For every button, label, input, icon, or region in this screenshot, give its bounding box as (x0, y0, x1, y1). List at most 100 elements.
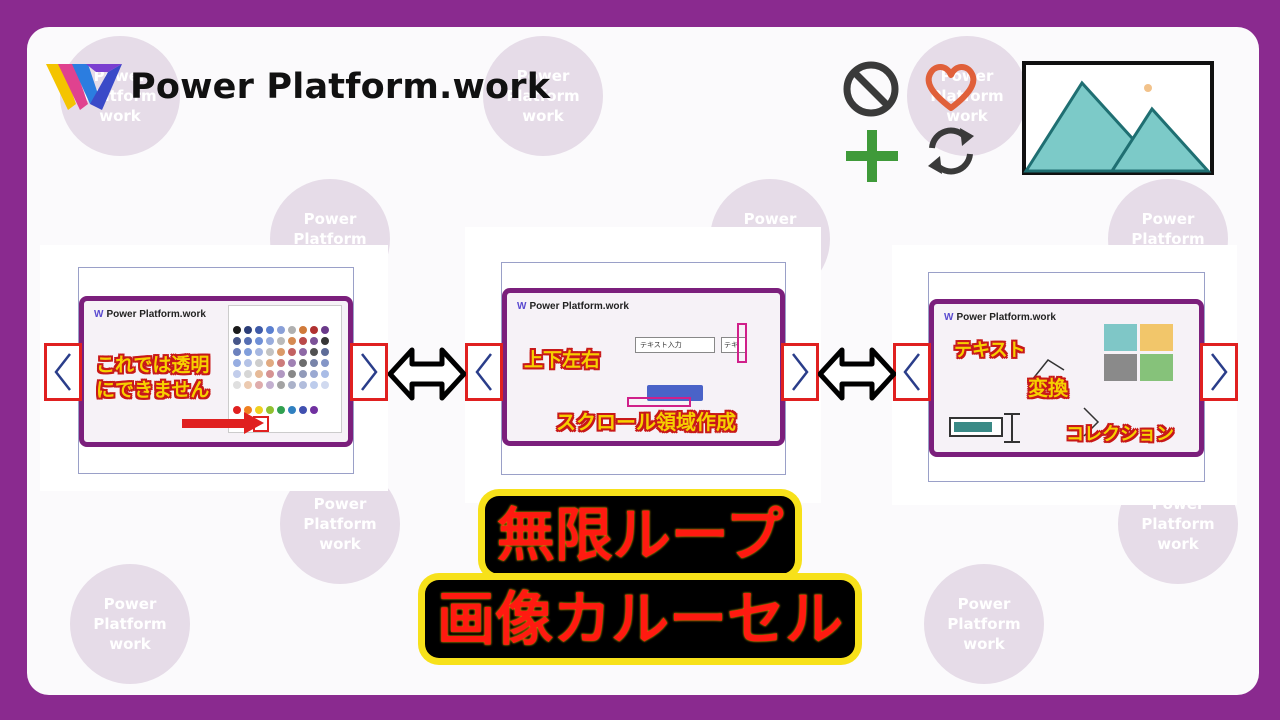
palette-swatch (288, 370, 296, 378)
palette-swatch (299, 326, 307, 334)
palette-swatch (310, 337, 318, 345)
slide-1-caption-line-2: にできません (96, 379, 210, 401)
highlight-box-2 (627, 397, 691, 407)
text-input-mock: テキスト入力 (635, 337, 715, 353)
brand-logo: Power Platform.work (46, 64, 550, 110)
palette-swatch (233, 337, 241, 345)
palette-swatch (288, 326, 296, 334)
title-line-2: 画像カルーセル (0, 580, 1280, 658)
image-placeholder-icon (1022, 61, 1214, 175)
prev-button-3[interactable] (893, 343, 931, 401)
palette-swatch (255, 381, 263, 389)
swap-arrow-icon (818, 347, 896, 401)
palette-swatch (233, 359, 241, 367)
palette-swatch (277, 326, 285, 334)
chevron-right-icon (1211, 353, 1228, 391)
palette-swatch (288, 348, 296, 356)
palette-swatch (266, 381, 274, 389)
palette-swatch (277, 406, 285, 414)
palette-swatch (277, 359, 285, 367)
palette-swatch (266, 359, 274, 367)
palette-swatch (266, 348, 274, 356)
palette-swatch (266, 337, 274, 345)
palette-swatch (321, 370, 329, 378)
palette-swatch (299, 348, 307, 356)
sync-icon (928, 127, 974, 175)
palette-swatch (299, 337, 307, 345)
palette-swatch (255, 406, 263, 414)
title-line-1: 無限ループ (0, 496, 1280, 574)
palette-swatch (233, 381, 241, 389)
slide-3-caption-text: テキスト (954, 340, 1026, 361)
palette-swatch (266, 326, 274, 334)
palette-swatch (288, 359, 296, 367)
palette-swatch (244, 326, 252, 334)
palette-swatch (277, 348, 285, 356)
palette-swatch (255, 326, 263, 334)
palette-swatch (321, 348, 329, 356)
palette-swatch (321, 359, 329, 367)
palette-swatch (244, 370, 252, 378)
palette-swatch (255, 337, 263, 345)
palette-swatch (255, 359, 263, 367)
chevron-left-icon (903, 353, 920, 391)
palette-swatch (299, 359, 307, 367)
next-button-1[interactable] (350, 343, 388, 401)
plus-icon (846, 130, 898, 182)
palette-swatch (233, 370, 241, 378)
palette-swatch (310, 370, 318, 378)
slide-3-caption-convert: 変換 (1028, 376, 1068, 400)
brand-name: Power Platform.work (130, 67, 551, 107)
slide-2-caption-bottom: スクロール領域作成 (556, 410, 736, 434)
color-palette-swatches (233, 326, 329, 414)
palette-swatch (277, 381, 285, 389)
next-button-3[interactable] (1200, 343, 1238, 401)
palette-swatch (244, 348, 252, 356)
text-field-icon (949, 413, 1020, 443)
palette-swatch (266, 370, 274, 378)
slide-3-caption-collection: コレクション (1066, 424, 1174, 445)
palette-swatch (244, 337, 252, 345)
chevron-left-icon (54, 353, 71, 391)
swap-arrow-icon (388, 347, 466, 401)
palette-swatch (288, 381, 296, 389)
palette-swatch (310, 359, 318, 367)
palette-swatch (310, 348, 318, 356)
palette-swatch (288, 406, 296, 414)
palette-swatch (299, 406, 307, 414)
chevron-left-icon (475, 353, 492, 391)
palette-swatch (299, 370, 307, 378)
palette-swatch (310, 326, 318, 334)
brand-mark-icon (46, 64, 122, 110)
palette-swatch (244, 359, 252, 367)
palette-swatch (244, 381, 252, 389)
slide-2-caption-top: 上下左右 (524, 349, 601, 371)
color-palette-panel (228, 305, 342, 433)
palette-swatch (233, 326, 241, 334)
palette-swatch (277, 337, 285, 345)
palette-swatch (299, 381, 307, 389)
collection-grid-icon (1104, 324, 1173, 381)
prev-button-2[interactable] (465, 343, 503, 401)
prev-button-1[interactable] (44, 343, 82, 401)
red-arrow-icon (182, 412, 269, 434)
highlight-box (737, 323, 747, 363)
palette-swatch (310, 406, 318, 414)
palette-swatch (233, 406, 241, 414)
heart-icon (925, 64, 977, 111)
convert-arrows-icon (1031, 359, 1100, 437)
chevron-right-icon (361, 353, 378, 391)
palette-swatch (321, 326, 329, 334)
next-button-2[interactable] (781, 343, 819, 401)
palette-swatch (233, 348, 241, 356)
